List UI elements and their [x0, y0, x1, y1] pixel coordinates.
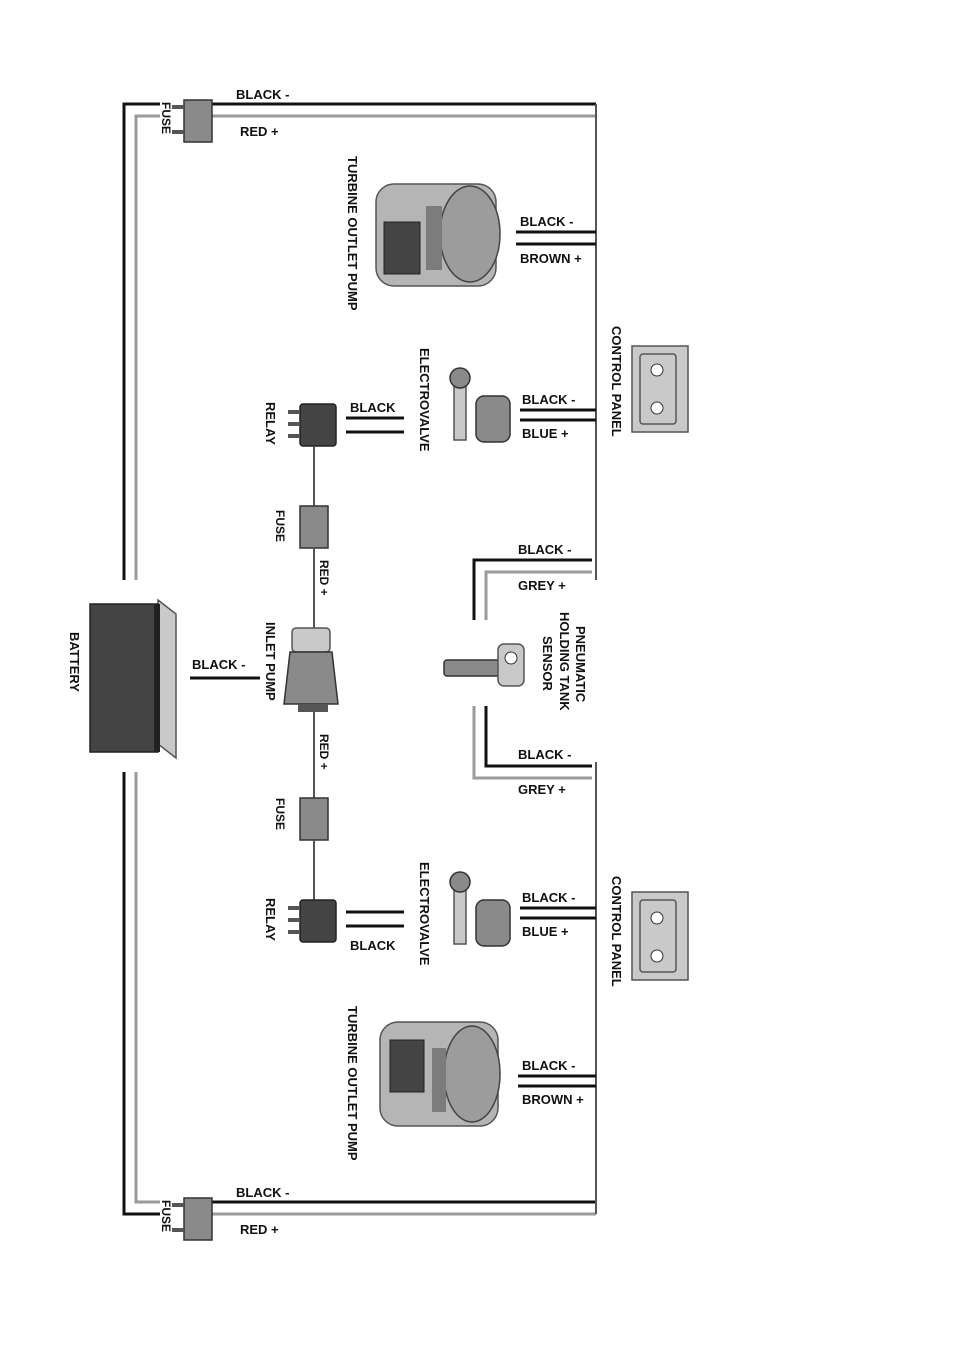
control-panel-top: CONTROL PANEL [609, 326, 689, 437]
electrovalve-bottom: ELECTROVALVE [417, 862, 511, 966]
valve-top-relay-black-label: BLACK [350, 400, 396, 415]
relay-top-label: RELAY [263, 402, 278, 445]
sensor-label-3: SENSOR [540, 636, 555, 692]
turbine-outlet-pump-top-label: TURBINE OUTLET PUMP [345, 156, 360, 311]
turbine-outlet-pump-top: TURBINE OUTLET PUMP [345, 156, 501, 311]
top-black-label: BLACK - [236, 87, 289, 102]
fuse-bottom: FUSE [159, 1197, 213, 1241]
pump-top-brown-label: BROWN + [520, 251, 582, 266]
inlet-top-red-label: RED + [317, 560, 331, 596]
pump-bottom-brown-label: BROWN + [522, 1092, 584, 1107]
pneumatic-holding-tank-sensor: PNEUMATIC HOLDING TANK SENSOR [443, 612, 588, 711]
battery: BATTERY [67, 598, 177, 760]
valve-bottom-black-label: BLACK - [522, 890, 575, 905]
fuse-bottom-label: FUSE [159, 1200, 173, 1232]
electrovalve-top-label: ELECTROVALVE [417, 348, 432, 452]
control-panel-bottom-label: CONTROL PANEL [609, 876, 624, 987]
bottom-red-label: RED + [240, 1222, 279, 1237]
sensor-bottom-grey-label: GREY + [518, 782, 566, 797]
inlet-pump: INLET PUMP [263, 622, 339, 712]
battery-label: BATTERY [67, 632, 82, 692]
sensor-top-black-label: BLACK - [518, 542, 571, 557]
relay-top: RELAY [263, 402, 337, 447]
battery-black-label: BLACK - [192, 657, 245, 672]
sensor-label-2: HOLDING TANK [557, 612, 572, 711]
control-panel-bottom: CONTROL PANEL [609, 876, 689, 987]
fuse-relay-bottom-label: FUSE [273, 798, 287, 830]
control-panel-top-label: CONTROL PANEL [609, 326, 624, 437]
valve-bottom-relay-black-label: BLACK [350, 938, 396, 953]
fuse-relay-top-label: FUSE [273, 510, 287, 542]
pump-bottom-black-label: BLACK - [522, 1058, 575, 1073]
valve-top-black-label: BLACK - [522, 392, 575, 407]
electrovalve-top: ELECTROVALVE [417, 348, 511, 452]
sensor-label-1: PNEUMATIC [573, 626, 588, 703]
sensor-bottom-black-label: BLACK - [518, 747, 571, 762]
pneumatic-sensor-wiring [472, 558, 592, 780]
inlet-bottom-red-label: RED + [317, 734, 331, 770]
bottom-black-label: BLACK - [236, 1185, 289, 1200]
fuse-top-label: FUSE [159, 102, 173, 134]
inlet-pump-label: INLET PUMP [263, 622, 278, 701]
pump-top-black-label: BLACK - [520, 214, 573, 229]
main-wiring [122, 102, 597, 1216]
fuse-relay-bottom: FUSE [273, 797, 329, 841]
sensor-top-grey-label: GREY + [518, 578, 566, 593]
fuse-top: FUSE [159, 99, 213, 143]
valve-bottom-blue-label: BLUE + [522, 924, 569, 939]
turbine-outlet-pump-bottom: TURBINE OUTLET PUMP [345, 1006, 501, 1161]
electrovalve-bottom-label: ELECTROVALVE [417, 862, 432, 966]
top-red-label: RED + [240, 124, 279, 139]
turbine-outlet-pump-bottom-label: TURBINE OUTLET PUMP [345, 1006, 360, 1161]
relay-bottom-label: RELAY [263, 898, 278, 941]
relay-bottom: RELAY [263, 898, 337, 943]
fuse-relay-top: FUSE [273, 505, 329, 549]
valve-top-blue-label: BLUE + [522, 426, 569, 441]
